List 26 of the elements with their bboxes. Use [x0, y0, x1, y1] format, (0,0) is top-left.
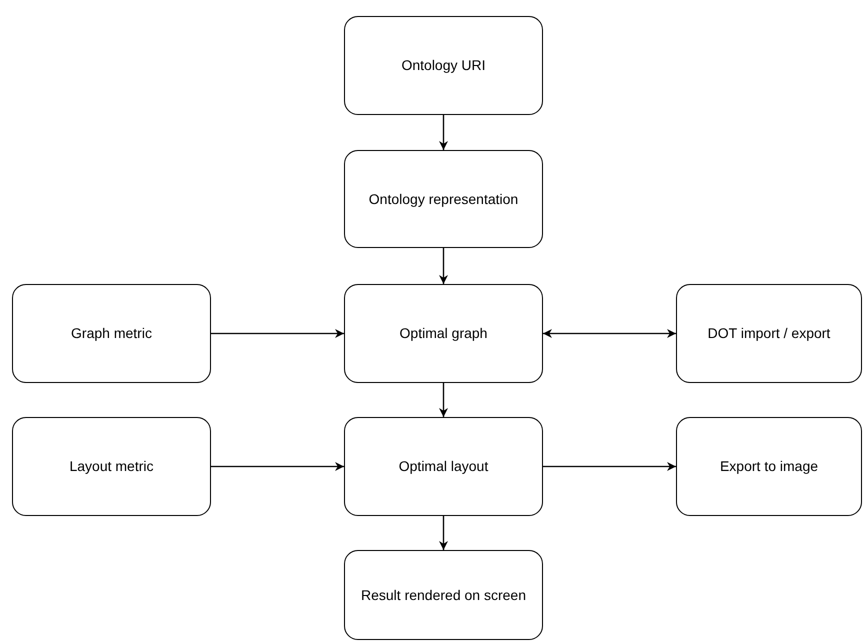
process-box: [676, 284, 862, 383]
arrow: [543, 462, 676, 471]
process-box: [344, 417, 543, 516]
arrow: [543, 329, 676, 338]
box-label: Result rendered on screen: [361, 586, 526, 604]
arrow: [211, 462, 344, 471]
box-label: Graph metric: [71, 324, 152, 343]
process-box: [12, 417, 211, 516]
box-label: Layout metric: [69, 457, 154, 476]
process-box: [676, 417, 862, 516]
process-box: [344, 284, 543, 383]
box-label: Ontology representation: [368, 190, 518, 208]
box-label: Export to image: [720, 457, 818, 476]
arrow: [439, 516, 448, 550]
box-label: Ontology URI: [401, 56, 486, 75]
process-box: [344, 16, 543, 115]
box-label: DOT import / export: [708, 324, 830, 343]
box-label: Optimal layout: [398, 457, 488, 476]
box-label: Optimal graph: [400, 324, 488, 343]
process-box: [344, 150, 543, 248]
process-box: [12, 284, 211, 383]
process-box: [344, 550, 543, 640]
arrow: [211, 329, 344, 338]
arrow: [439, 383, 448, 417]
arrow: [439, 115, 448, 150]
arrow: [439, 248, 448, 284]
